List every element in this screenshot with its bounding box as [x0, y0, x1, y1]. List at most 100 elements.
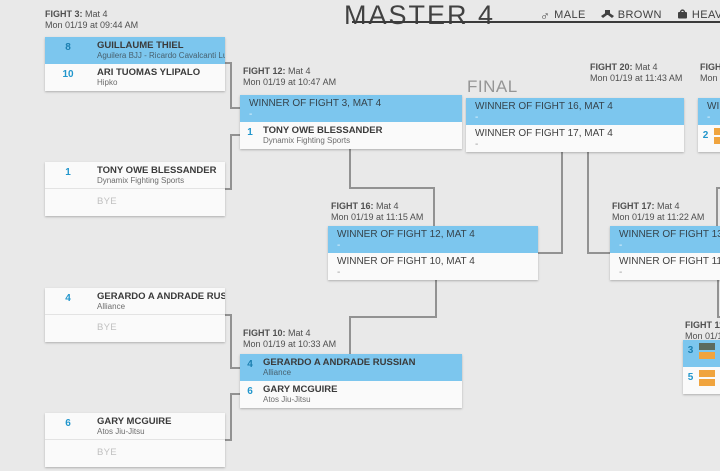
weight-badge: HEAVY: [677, 8, 720, 22]
seed-number: 1: [247, 127, 253, 138]
athlete-name: ARI TUOMAS YLIPALO: [97, 67, 201, 78]
bye-label: BYE: [97, 447, 117, 458]
fight-date: Mon 01/19 at 09:44 AM: [45, 20, 139, 30]
score-dash: -: [619, 267, 623, 278]
match-card-bye-6: 6 GARY MCGUIRE Atos Jiu-Jitsu BYE: [45, 413, 225, 467]
fight-number: FIGHT 12:: [243, 66, 286, 76]
athlete-row[interactable]: 4 GERARDO A ANDRADE RUSSIAN Alliance: [240, 354, 462, 381]
bracket-connector: [230, 107, 240, 109]
athlete-club: Atos Jiu-Jitsu: [263, 395, 311, 404]
bracket-connector: [225, 439, 232, 441]
fight-date: Mon 01/19 at 11:43 AM: [590, 73, 683, 83]
bracket-connector: [716, 187, 718, 226]
athlete-club: Hipko: [97, 78, 118, 87]
athlete-row[interactable]: 3: [683, 340, 720, 367]
fight-label-16: FIGHT 16: Mat 4 Mon 01/19 at 11:15 AM: [331, 201, 423, 223]
winner-label: WINNER OF FIGHT 3, MAT 4: [249, 98, 382, 109]
fight-date: Mon 01/19: [685, 331, 720, 341]
bracket-connector: [349, 316, 351, 354]
winner-row[interactable]: WINNER OF FIGHT 16, MAT 4 -: [466, 98, 684, 125]
athlete-row[interactable]: 8 GUILLAUME THIEL Aguilera BJJ - Ricardo…: [45, 37, 225, 64]
score-dash: -: [619, 240, 623, 251]
winner-label: WINNER OF FIGHT 10, MAT 4: [337, 256, 475, 267]
seed-number: 10: [62, 69, 74, 80]
athlete-club: Aguilera BJJ - Ricardo Cavalcanti Luxemb…: [97, 51, 225, 60]
winner-row[interactable]: WINNER OF FIGHT -: [698, 98, 720, 125]
match-card-fight17: WINNER OF FIGHT 13, MAT 4 - WINNER OF FI…: [610, 226, 720, 280]
winner-row[interactable]: WINNER OF FIGHT 12, MAT 4 -: [328, 226, 538, 253]
seed-number: 6: [65, 418, 71, 429]
seed-number: 1: [65, 167, 71, 178]
clipped-name-fragment: [699, 370, 720, 386]
fight-number: FIGHT 13:: [700, 62, 720, 72]
match-card-bye-4: 4 GERARDO A ANDRADE RUSSIAN Alliance BYE: [45, 288, 225, 342]
athlete-name: GERARDO A ANDRADE RUSSIAN: [97, 291, 225, 302]
gender-label: MALE: [554, 9, 586, 21]
athlete-row[interactable]: 2: [698, 125, 720, 152]
athlete-name: GUILLAUME THIEL: [97, 40, 184, 51]
bracket-connector: [435, 280, 437, 318]
winner-row[interactable]: WINNER OF FIGHT 13, MAT 4 -: [610, 226, 720, 253]
athlete-club: Atos Jiu-Jitsu: [97, 427, 145, 436]
fight-label-13: FIGHT 13: Mat 4 Mon 01/19: [700, 62, 720, 84]
male-icon: ♂: [540, 7, 551, 23]
bracket-connector: [716, 187, 720, 189]
belt-icon: [600, 9, 614, 21]
fight-label-17: FIGHT 17: Mat 4 Mon 01/19 at 11:22 AM: [612, 201, 704, 223]
athlete-row[interactable]: 4 GERARDO A ANDRADE RUSSIAN Alliance: [45, 288, 225, 315]
fight-date: Mon 01/19 at 10:47 AM: [243, 77, 337, 87]
fight-date: Mon 01/19 at 10:33 AM: [243, 339, 337, 349]
belt-label: BROWN: [617, 9, 662, 21]
seed-number: 4: [65, 293, 71, 304]
fight-date: Mon 01/19 at 11:15 AM: [331, 212, 424, 222]
mat-label: Mat 4: [635, 62, 658, 72]
seed-number: 5: [687, 372, 694, 383]
bye-row: BYE: [45, 315, 225, 342]
winner-row[interactable]: WINNER OF FIGHT 11, MAT 4 -: [610, 253, 720, 280]
weight-icon: [677, 8, 688, 22]
match-card-fight11-clipped: 3 5: [683, 340, 720, 394]
bye-row: BYE: [45, 440, 225, 467]
clipped-name-fragment: [699, 379, 715, 386]
winner-row[interactable]: WINNER OF FIGHT 3, MAT 4 -: [240, 95, 462, 122]
clipped-name-fragment: [714, 128, 720, 135]
bye-label: BYE: [97, 322, 117, 333]
bracket-connector: [538, 252, 563, 254]
athlete-row[interactable]: 5: [683, 367, 720, 394]
bracket-connector: [225, 314, 232, 316]
winner-label: WINNER OF FIGHT 13, MAT 4: [619, 229, 720, 240]
match-card-fight16: WINNER OF FIGHT 12, MAT 4 - WINNER OF FI…: [328, 226, 538, 280]
athlete-row[interactable]: 1 TONY OWE BLESSANDER Dynamix Fighting S…: [45, 162, 225, 189]
fight-date: Mon 01/19: [700, 73, 720, 83]
winner-label: WINNER OF FIGHT 17, MAT 4: [475, 128, 613, 139]
clipped-name-fragment: [699, 352, 715, 359]
score-dash: -: [475, 112, 479, 123]
bracket-connector: [230, 134, 240, 136]
bracket-connector: [717, 280, 719, 318]
athlete-club: Alliance: [97, 302, 126, 311]
bracket-connector: [225, 188, 232, 190]
page-title: MASTER 4: [344, 0, 496, 30]
mat-label: Mat 4: [288, 66, 311, 76]
athlete-row[interactable]: 6 GARY MCGUIRE Atos Jiu-Jitsu: [240, 381, 462, 408]
bracket-connector: [230, 62, 232, 109]
winner-row[interactable]: WINNER OF FIGHT 17, MAT 4 -: [466, 125, 684, 152]
fight-number: FIGHT 17:: [612, 201, 655, 211]
seed-number: 6: [247, 386, 253, 397]
match-card-final: WINNER OF FIGHT 16, MAT 4 - WINNER OF FI…: [466, 98, 684, 152]
winner-row[interactable]: WINNER OF FIGHT 10, MAT 4 -: [328, 253, 538, 280]
fight-label-12: FIGHT 12: Mat 4 Mon 01/19 at 10:47 AM: [243, 66, 336, 88]
athlete-row[interactable]: 6 GARY MCGUIRE Atos Jiu-Jitsu: [45, 413, 225, 440]
score-dash: -: [337, 267, 341, 278]
fight-number: FIGHT 20:: [590, 62, 633, 72]
mat-label: Mat 4: [376, 201, 399, 211]
bracket-connector: [349, 149, 351, 189]
mat-label: Mat 4: [657, 201, 680, 211]
match-card-fight10: 4 GERARDO A ANDRADE RUSSIAN Alliance 6 G…: [240, 354, 462, 408]
bracket-connector: [230, 314, 232, 369]
bracket-connector: [349, 316, 437, 318]
athlete-row[interactable]: 10 ARI TUOMAS YLIPALO Hipko: [45, 64, 225, 91]
athlete-row[interactable]: 1 TONY OWE BLESSANDER Dynamix Fighting S…: [240, 122, 462, 149]
winner-label: WINNER OF FIGHT 16, MAT 4: [475, 101, 613, 112]
